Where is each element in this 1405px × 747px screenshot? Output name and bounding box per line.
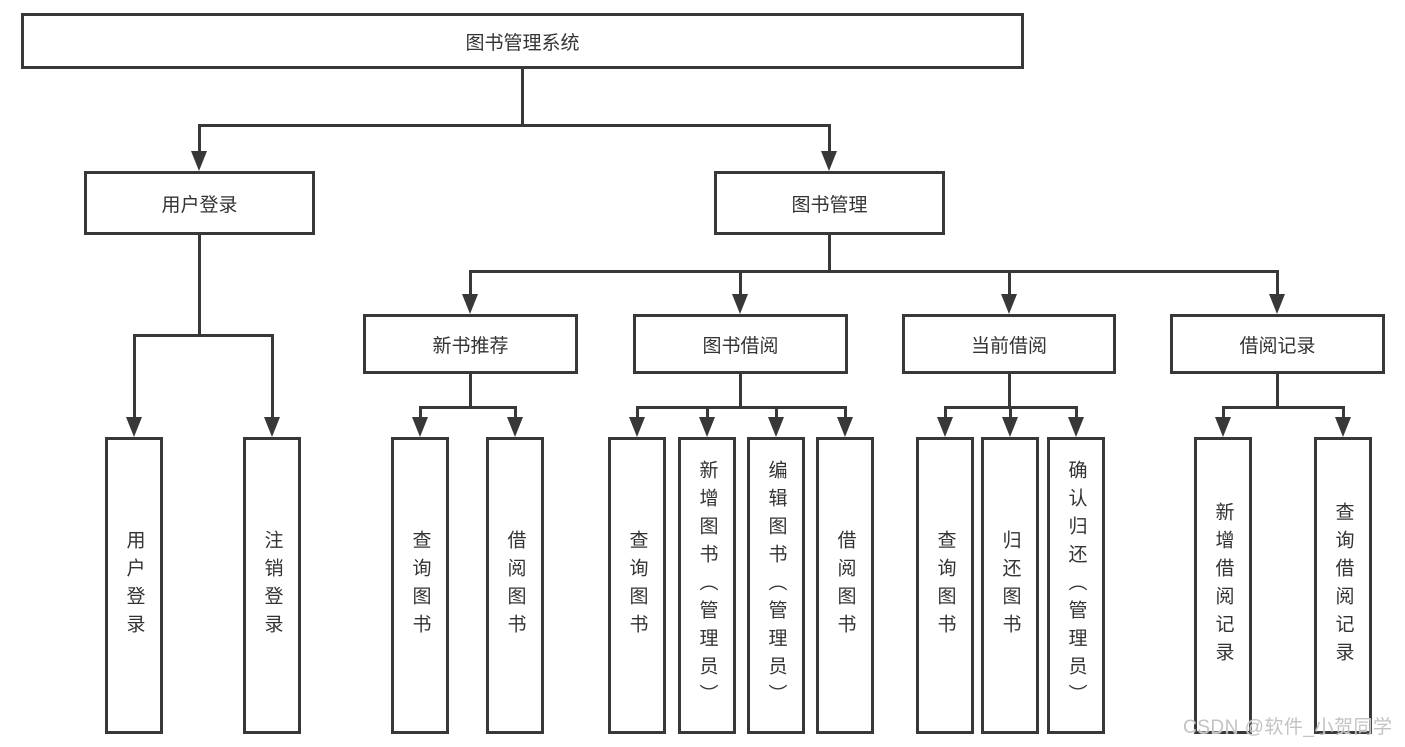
connector-line [828, 235, 831, 272]
connector-line [514, 406, 517, 420]
leaf-user-login-label: 用户登录 [123, 529, 145, 642]
arrow-down-icon [1002, 417, 1018, 437]
leaf-add-book-admin-label: 新增图书（管理员） [696, 459, 718, 712]
arrow-down-icon [264, 417, 280, 437]
node-book-borrow: 图书借阅 [633, 314, 848, 374]
node-current-borrow: 当前借阅 [902, 314, 1116, 374]
connector-line [1342, 406, 1345, 420]
leaf-logout-label: 注销登录 [261, 529, 283, 642]
connector-line [469, 374, 472, 408]
connector-line [198, 235, 201, 337]
leaf-query-books-current: 查询图书 [916, 437, 974, 734]
connector-line [944, 406, 947, 420]
node-user-login-branch: 用户登录 [84, 171, 315, 235]
leaf-query-borrow-record-label: 查询借阅记录 [1332, 501, 1354, 670]
connector-line [1009, 406, 1012, 420]
leaf-edit-book-admin: 编辑图书（管理员） [747, 437, 805, 734]
leaf-confirm-return-admin: 确认归还（管理员） [1047, 437, 1105, 734]
arrow-down-icon [699, 417, 715, 437]
connector-line [1222, 406, 1225, 420]
connector-line [469, 270, 1279, 273]
arrow-down-icon [1215, 417, 1231, 437]
arrow-down-icon [1001, 294, 1017, 314]
arrow-down-icon [507, 417, 523, 437]
connector-line [1075, 406, 1078, 420]
leaf-query-books-borrow: 查询图书 [608, 437, 666, 734]
connector-line [521, 69, 524, 126]
connector-line [1222, 406, 1344, 409]
leaf-add-book-admin: 新增图书（管理员） [678, 437, 736, 734]
leaf-logout: 注销登录 [243, 437, 301, 734]
arrow-down-icon [937, 417, 953, 437]
connector-line [1276, 374, 1279, 408]
connector-line [775, 406, 778, 420]
leaf-add-borrow-record: 新增借阅记录 [1194, 437, 1252, 734]
connector-line [133, 334, 136, 419]
leaf-query-books-recommend: 查询图书 [391, 437, 449, 734]
connector-line [739, 270, 742, 296]
arrow-down-icon [191, 151, 207, 171]
leaf-borrow-books-borrow: 借阅图书 [816, 437, 874, 734]
connector-line [739, 374, 742, 408]
connector-line [198, 124, 831, 127]
connector-line [419, 406, 422, 420]
node-borrow-records: 借阅记录 [1170, 314, 1385, 374]
node-root: 图书管理系统 [21, 13, 1024, 69]
connector-line [469, 270, 472, 296]
connector-line [419, 406, 516, 409]
connector-line [636, 406, 846, 409]
leaf-edit-book-admin-label: 编辑图书（管理员） [765, 459, 787, 712]
connector-line [706, 406, 709, 420]
leaf-user-login: 用户登录 [105, 437, 163, 734]
leaf-confirm-return-admin-label: 确认归还（管理员） [1065, 459, 1087, 712]
connector-line [636, 406, 639, 420]
connector-line [828, 124, 831, 154]
leaf-borrow-books-borrow-label: 借阅图书 [834, 529, 856, 642]
arrow-down-icon [768, 417, 784, 437]
connector-line [1008, 374, 1011, 408]
arrow-down-icon [837, 417, 853, 437]
arrow-down-icon [1068, 417, 1084, 437]
arrow-down-icon [821, 151, 837, 171]
leaf-query-borrow-record: 查询借阅记录 [1314, 437, 1372, 734]
arrow-down-icon [629, 417, 645, 437]
csdn-watermark: CSDN @软件_小贺同学 [1183, 717, 1393, 738]
leaf-return-books: 归还图书 [981, 437, 1039, 734]
leaf-return-books-label: 归还图书 [999, 529, 1021, 642]
node-new-book-recommend: 新书推荐 [363, 314, 578, 374]
connector-line [844, 406, 847, 420]
leaf-query-books-recommend-label: 查询图书 [409, 529, 431, 642]
leaf-borrow-books-recommend: 借阅图书 [486, 437, 544, 734]
connector-line [198, 124, 201, 154]
connector-line [133, 334, 273, 337]
arrow-down-icon [732, 294, 748, 314]
arrow-down-icon [462, 294, 478, 314]
arrow-down-icon [1269, 294, 1285, 314]
arrow-down-icon [412, 417, 428, 437]
connector-line [1276, 270, 1279, 296]
node-book-management-branch: 图书管理 [714, 171, 945, 235]
leaf-query-books-current-label: 查询图书 [934, 529, 956, 642]
connector-line [1008, 270, 1011, 296]
connector-line [271, 334, 274, 419]
arrow-down-icon [1335, 417, 1351, 437]
leaf-query-books-borrow-label: 查询图书 [626, 529, 648, 642]
leaf-borrow-books-recommend-label: 借阅图书 [504, 529, 526, 642]
arrow-down-icon [126, 417, 142, 437]
leaf-add-borrow-record-label: 新增借阅记录 [1212, 501, 1234, 670]
